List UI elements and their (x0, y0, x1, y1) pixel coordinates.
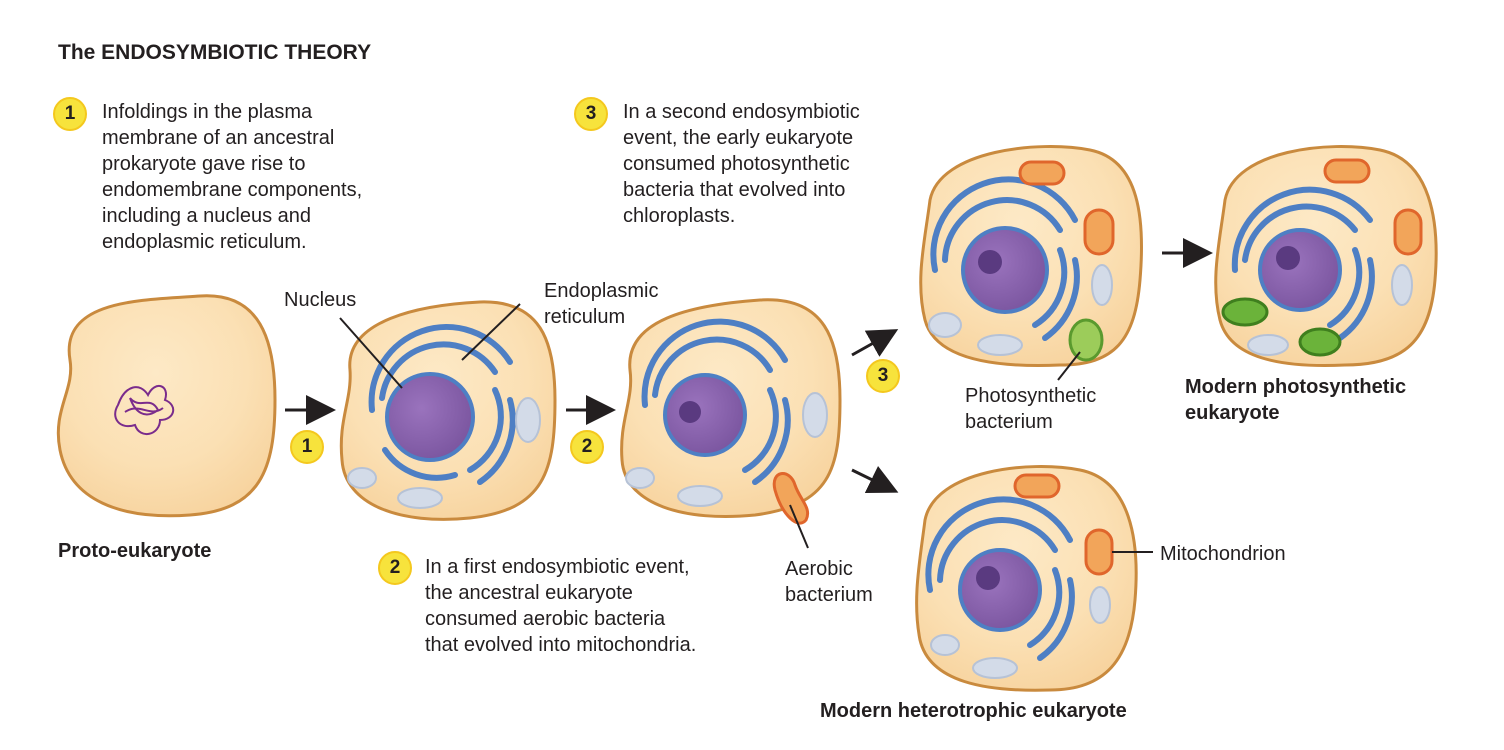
photosynthetic-eukaryote-label: Modern photosynthetic eukaryote (1185, 376, 1407, 424)
leader-lines (339, 303, 1153, 553)
er-label: Endoplasmic reticulum (544, 280, 659, 328)
step-2-badge: 2 (378, 551, 412, 585)
arrow-2-badge: 2 (570, 430, 604, 464)
modern-heterotrophic-cell (915, 465, 1138, 692)
early-eukaryote-cell (339, 300, 557, 521)
intermediate-photosynthetic-cell (919, 145, 1143, 367)
modern-photosynthetic-cell (1214, 145, 1438, 367)
arrow-1-badge: 1 (290, 430, 324, 464)
step-2-text: In a first endosymbiotic event, the ance… (425, 556, 697, 656)
step-3-badge: 3 (574, 97, 608, 131)
diagram-title: The ENDOSYMBIOTIC THEORY (58, 41, 372, 64)
step-3-text: In a second endosymbiotic event, the ear… (623, 101, 860, 227)
photosynthetic-bacterium-icon (1068, 318, 1104, 362)
nucleus-leader (339, 317, 403, 389)
mitochondrion-icon (1018, 160, 1066, 186)
arrow-3-badge: 3 (866, 359, 900, 393)
chloroplast-icon (1221, 297, 1269, 327)
step-1-text: Infoldings in the plasma membrane of an … (102, 101, 363, 253)
nucleus-icon (385, 372, 475, 462)
dna-icon (114, 385, 175, 435)
ancestral-eukaryote-cell (620, 298, 842, 525)
arrow-3-down (851, 465, 899, 493)
proto-eukaryote-cell (56, 294, 277, 518)
heterotrophic-eukaryote-label: Modern heterotrophic eukaryote (820, 700, 1127, 722)
photosynthetic-bacterium-label: Photosynthetic bacterium (965, 385, 1097, 433)
mitochondrion-label: Mitochondrion (1160, 543, 1286, 565)
arrows (285, 238, 1213, 493)
proto-eukaryote-label: Proto-eukaryote (58, 540, 212, 562)
nucleus-label: Nucleus (284, 289, 357, 311)
photosynthetic-leader (1057, 351, 1081, 381)
aerobic-bacterium-icon (772, 472, 810, 525)
er-leader (461, 303, 521, 361)
arrow-3-up (851, 329, 899, 357)
aerobic-leader (789, 504, 809, 549)
step-1-badge: 1 (53, 97, 87, 131)
er-icon (368, 324, 516, 485)
aerobic-bacterium-label: Aerobic bacterium (785, 558, 873, 606)
